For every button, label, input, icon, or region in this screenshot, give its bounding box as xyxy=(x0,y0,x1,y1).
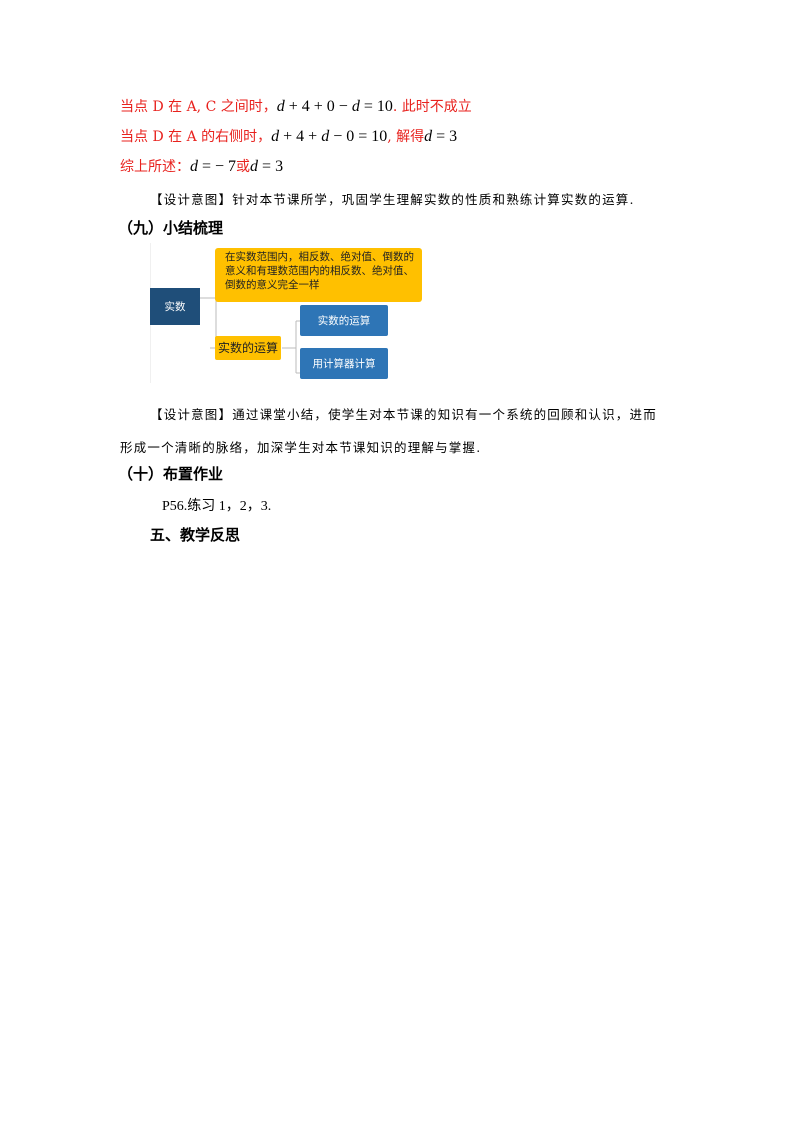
design-intent-label: 【设计意图】 xyxy=(150,407,233,422)
case-between-line: 当点 D 在 A, C 之间时，d + 4 + 0 − d = 10. 此时不成… xyxy=(120,96,472,116)
summary-mindmap: 实数 在实数范围内，相反数、绝对值、倒数的意义和有理数范围内的相反数、绝对值、倒… xyxy=(150,243,422,383)
mindmap-root-real-numbers: 实数 xyxy=(150,288,200,325)
case-between-suffix: . 此时不成立 xyxy=(392,99,472,115)
design-intent-2-line2: 形成一个清晰的脉络，加深学生对本节课知识的理解与掌握. xyxy=(120,440,482,455)
case-between-equation: d + 4 + 0 − d = 10 xyxy=(276,98,393,115)
section-10-title: （十）布置作业 xyxy=(118,465,224,483)
design-intent-text: 通过课堂小结，使学生对本节课的知识有一个系统的回顾和认识，进而 xyxy=(232,407,657,422)
case-between-prefix: 当点 D 在 A, C 之间时， xyxy=(120,99,277,115)
summary-solution-1: d = − 7 xyxy=(190,158,237,175)
homework-text: P56.练习 1，2，3. xyxy=(162,499,272,514)
case-right-solution: d = 3 xyxy=(424,128,458,145)
case-right-equation: d + 4 + d − 0 = 10 xyxy=(271,128,388,145)
mindmap-operations-box: 实数的运算 xyxy=(215,336,281,360)
section-5-title: 五、教学反思 xyxy=(150,526,241,544)
design-intent-2-line1: 【设计意图】通过课堂小结，使学生对本节课的知识有一个系统的回顾和认识，进而 xyxy=(150,404,657,423)
mindmap-properties-box: 在实数范围内，相反数、绝对值、倒数的意义和有理数范围内的相反数、绝对值、倒数的意… xyxy=(215,248,422,302)
mindmap-sub-operations: 实数的运算 xyxy=(300,305,388,336)
design-intent-1: 【设计意图】针对本节课所学，巩固学生理解实数的性质和熟练计算实数的运算. xyxy=(150,189,635,208)
section-9-title: （九）小结梳理 xyxy=(118,219,224,237)
design-intent-text: 针对本节课所学，巩固学生理解实数的性质和熟练计算实数的运算. xyxy=(232,192,635,207)
summary-prefix: 综上所述： xyxy=(120,159,190,175)
case-right-prefix: 当点 D 在 A 的右侧时， xyxy=(120,129,272,145)
design-intent-label: 【设计意图】 xyxy=(150,192,233,207)
summary-or: 或 xyxy=(236,159,251,175)
summary-solution-2: d = 3 xyxy=(250,158,284,175)
summary-line: 综上所述：d = − 7或d = 3 xyxy=(120,156,283,176)
mindmap-sub-calculator: 用计算器计算 xyxy=(300,348,388,379)
case-right-line: 当点 D 在 A 的右侧时，d + 4 + d − 0 = 10, 解得d = … xyxy=(120,126,457,146)
case-right-suffix: , 解得 xyxy=(387,129,425,145)
